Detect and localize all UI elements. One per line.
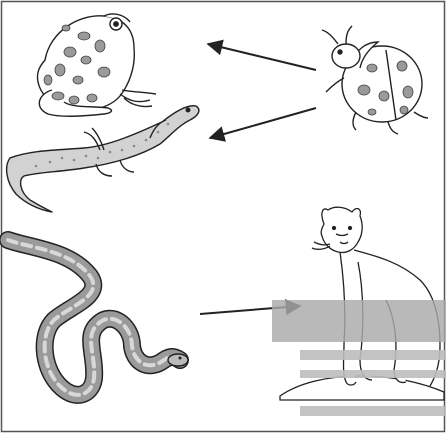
- snake-illustration: [8, 240, 188, 395]
- occlusion-stripe-3: [300, 406, 446, 416]
- lizard-illustration: [7, 106, 199, 212]
- occlusion-box: [272, 300, 446, 342]
- occlusion-stripe-2: [300, 370, 446, 378]
- occlusion-stripe-1: [300, 350, 446, 360]
- frog-illustration: [37, 14, 156, 116]
- arrow-ladybug-to-lizard: [210, 108, 316, 138]
- ladybug-illustration: [322, 26, 428, 134]
- arrow-ladybug-to-frog: [208, 44, 316, 70]
